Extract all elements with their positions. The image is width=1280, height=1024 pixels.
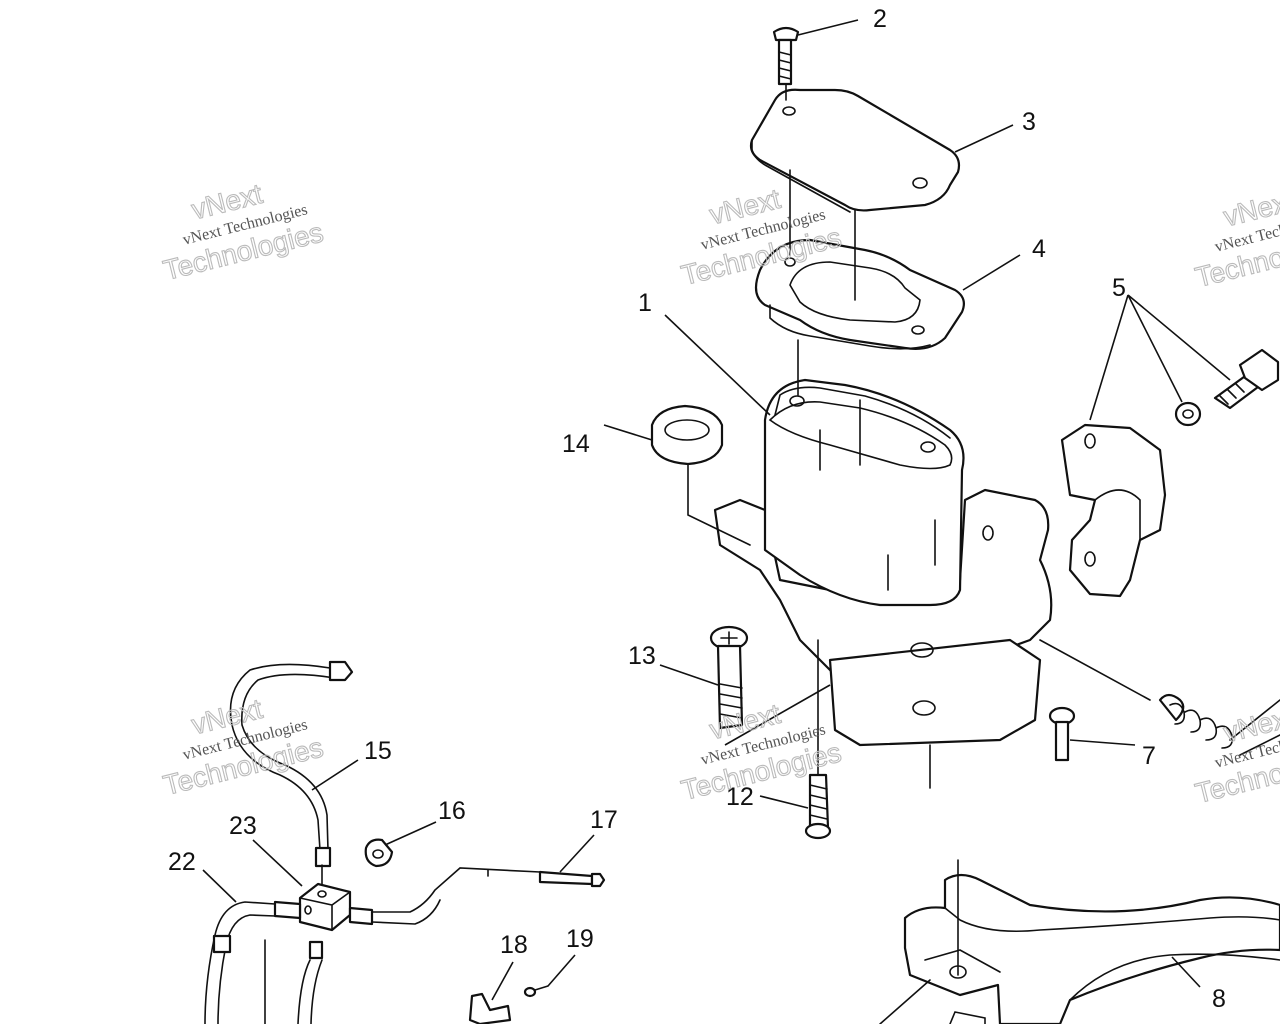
callout-16: 16	[438, 797, 466, 825]
callout-12: 12	[726, 783, 754, 811]
part-12-screw[interactable]	[804, 639, 832, 840]
leader-lines	[202, 19, 1231, 1001]
part-1-master-cylinder[interactable]	[713, 378, 1053, 789]
spring-part[interactable]	[1039, 639, 1280, 756]
callout-8: 8	[1212, 985, 1226, 1013]
part-18-bracket[interactable]	[468, 992, 512, 1024]
part-22-hose[interactable]	[204, 901, 323, 1024]
callout-18: 18	[500, 931, 528, 959]
part-5-clamp[interactable]	[1060, 423, 1167, 598]
part-13-screw[interactable]	[709, 625, 749, 730]
callout-1: 1	[638, 289, 652, 317]
part-19-screw[interactable]	[523, 985, 549, 998]
callout-4: 4	[1032, 235, 1046, 263]
part-23-junction-block[interactable]	[273, 864, 374, 960]
part-17-switch[interactable]	[371, 867, 606, 925]
part-5-washer[interactable]	[1174, 401, 1202, 427]
alignment-guides	[785, 84, 861, 466]
watermark-1: vNext vNext Technologies Technologies	[160, 177, 327, 286]
callout-labels: 2 3 4 5 1 14 13 7 12 15 16 17 23 22 18 1…	[168, 5, 1226, 1013]
watermark-4: vNext vNext Technologies Technologies	[160, 692, 327, 801]
callout-7: 7	[1142, 742, 1156, 770]
part-2-screw[interactable]	[772, 26, 800, 86]
part-4-diaphragm[interactable]	[754, 238, 965, 350]
callout-19: 19	[566, 925, 594, 953]
callout-17: 17	[590, 806, 618, 834]
part-14-boot[interactable]	[650, 404, 751, 546]
part-7-pin[interactable]	[1048, 706, 1076, 762]
callout-5: 5	[1112, 274, 1126, 302]
callout-14: 14	[562, 430, 590, 458]
part-3-cover[interactable]	[749, 88, 961, 213]
watermark-6: vNext vNext Technologies Technologies	[1192, 700, 1280, 809]
part-15-hose[interactable]	[229, 660, 354, 868]
callout-15: 15	[364, 737, 392, 765]
callout-23: 23	[229, 812, 257, 840]
watermark-3: vNext vNext Technologies Technologies	[1192, 184, 1280, 293]
callout-3: 3	[1022, 108, 1036, 136]
callout-22: 22	[168, 848, 196, 876]
callout-2: 2	[873, 5, 887, 33]
part-5-bolt[interactable]	[1213, 348, 1280, 410]
part-8-lever[interactable]	[879, 859, 1280, 1024]
callout-13: 13	[628, 642, 656, 670]
part-16-fitting[interactable]	[364, 838, 394, 868]
